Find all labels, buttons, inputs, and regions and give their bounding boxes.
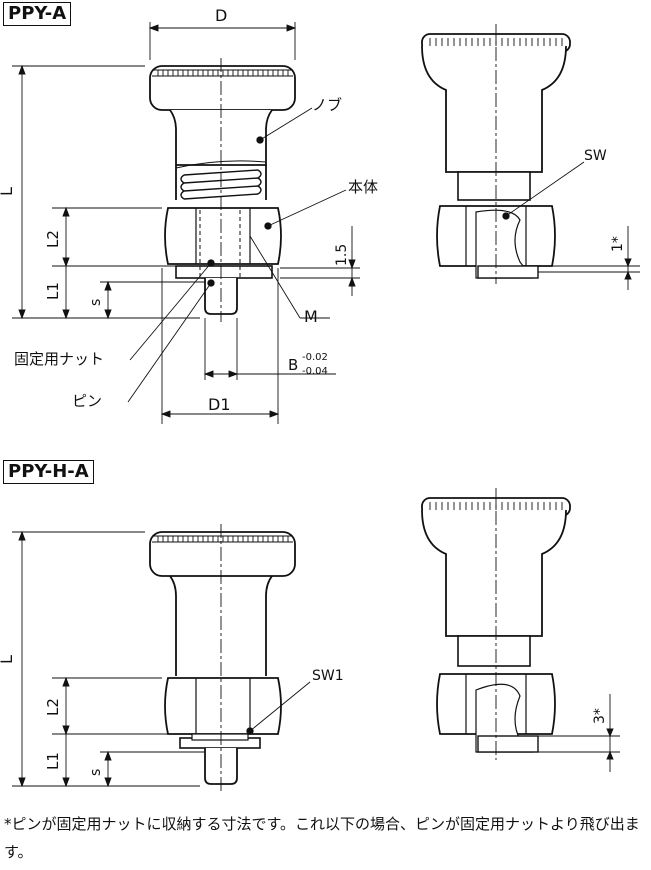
dim-1-5-label: 1.5 (334, 244, 350, 266)
callout-body: 本体 (348, 178, 378, 196)
callout-sw1: SW1 (312, 668, 344, 684)
dim-b-label: B (288, 356, 298, 374)
dim-l2-label-2: L2 (44, 698, 62, 716)
ppy-h-a-dimensions (12, 530, 311, 788)
dim-l2-label: L2 (44, 230, 62, 248)
footnote: *ピンが固定用ナットに収納する寸法です。これ以下の場合、ピンが固定用ナットより飛… (4, 815, 640, 861)
ppy-h-a-front-view (149, 524, 296, 792)
dim-1-star-label: 1* (610, 236, 626, 252)
title-ppy-h-a: PPY-H-A (3, 460, 94, 484)
ppy-h-a-side-dimensions (538, 694, 620, 772)
ppy-h-a-side-view (421, 488, 571, 760)
dim-3-star-label: 3* (592, 708, 608, 724)
dim-l1-label: L1 (44, 282, 62, 300)
dim-d-label: D (215, 6, 227, 25)
callout-pin: ピン (72, 392, 102, 410)
dim-l1-label-2: L1 (44, 752, 62, 770)
callout-lock-nut: 固定用ナット (14, 350, 104, 368)
dim-l-label: L (0, 187, 16, 196)
title-ppy-a: PPY-A (3, 2, 72, 26)
dim-b-tol-upper: -0.02 (302, 352, 328, 363)
hex-nut (164, 207, 282, 265)
dim-b-tol-lower: -0.04 (302, 366, 328, 377)
ppy-a-side-view (421, 24, 571, 284)
dim-m-label: M (304, 307, 318, 326)
ppy-a-front-view (149, 58, 296, 322)
dimension-labels: D L L2 L1 s 1.5 M B -0.02 -0.04 D1 1* ノブ… (0, 6, 626, 776)
knurl-marks (157, 70, 289, 76)
dim-l-label-2: L (0, 655, 16, 664)
dim-s-label: s (88, 299, 104, 306)
lock-nut (175, 265, 273, 279)
ppy-a-side-dimensions (505, 161, 640, 290)
ppy-a-dimensions (12, 22, 360, 424)
callout-knob: ノブ (312, 96, 342, 114)
dim-d1-label: D1 (208, 395, 231, 414)
callout-sw: SW (584, 148, 607, 164)
dim-s-label-2: s (88, 769, 104, 776)
